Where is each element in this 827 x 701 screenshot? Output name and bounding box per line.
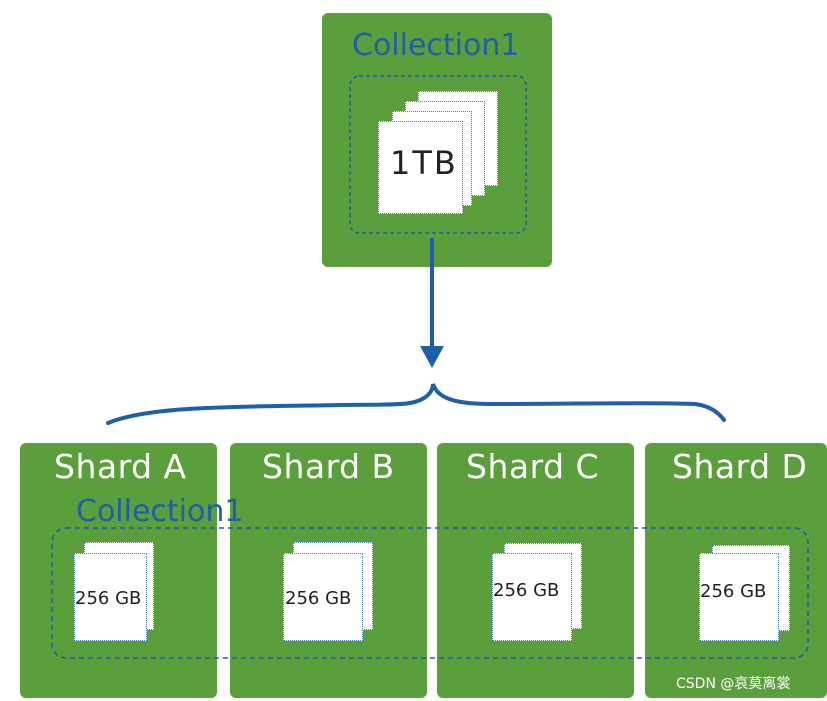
source-collection-outline: [349, 75, 527, 234]
shard-a-size: 256 GB: [75, 588, 142, 609]
shard-b-size: 256 GB: [285, 588, 352, 609]
shard-a-page-front: [74, 553, 147, 641]
target-collection-label: Collection1: [76, 494, 244, 529]
shard-label-b: Shard B: [262, 447, 395, 486]
shard-brace: [106, 383, 726, 425]
shard-d-size: 256 GB: [700, 581, 767, 602]
source-collection-label: Collection1: [352, 28, 520, 63]
source-size-label: 1TB: [390, 144, 458, 182]
watermark: CSDN @哀莫离裳: [676, 676, 791, 692]
shard-label-a: Shard A: [54, 447, 187, 486]
shard-label-c: Shard C: [466, 447, 600, 486]
shard-d-page-front: [699, 553, 779, 641]
shard-c-page-front: [492, 553, 572, 641]
source-page-front: [378, 121, 463, 214]
target-collection-outline: [51, 527, 809, 659]
split-arrow-head: [420, 346, 444, 368]
shard-c-size: 256 GB: [493, 580, 560, 601]
shard-label-d: Shard D: [672, 447, 808, 486]
shard-b-page-front: [283, 553, 363, 641]
